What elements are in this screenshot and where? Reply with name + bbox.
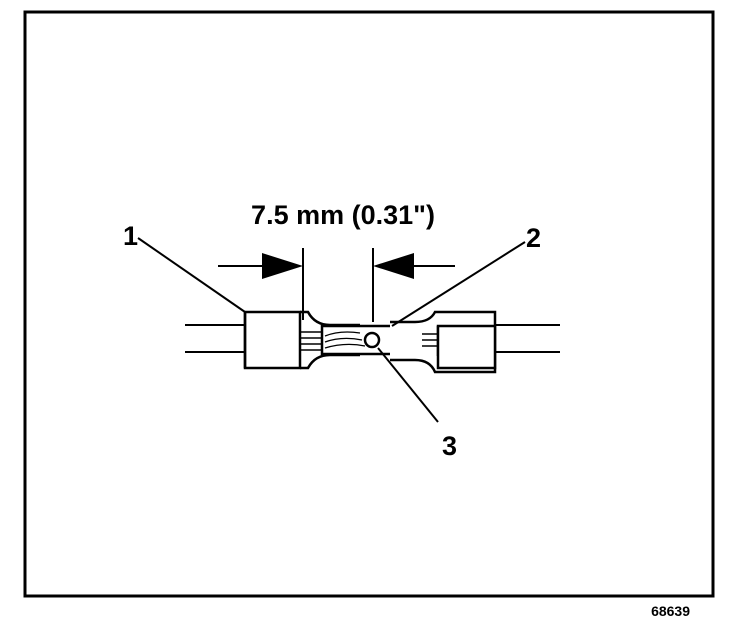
figure-id: 68639 [651,603,690,619]
right-wire-strands [422,333,438,347]
leader-line-1 [137,237,246,313]
leader-line-2 [391,241,526,327]
frame-border [23,10,715,598]
dimension-arrow-right [373,253,455,279]
dimension-arrow-left [218,253,303,279]
right-connector-sleeve [390,310,497,374]
inspection-hole [363,331,381,349]
right-wire [495,324,560,353]
dimension-label: 7.5 mm (0.31") [251,200,435,230]
leader-line-3 [377,347,439,423]
callout-3: 3 [442,431,457,461]
callout-2: 2 [526,223,541,253]
left-connector-sleeve [243,310,360,370]
left-wire-strands [300,331,322,351]
left-wire [185,324,245,353]
callout-1: 1 [123,221,138,251]
